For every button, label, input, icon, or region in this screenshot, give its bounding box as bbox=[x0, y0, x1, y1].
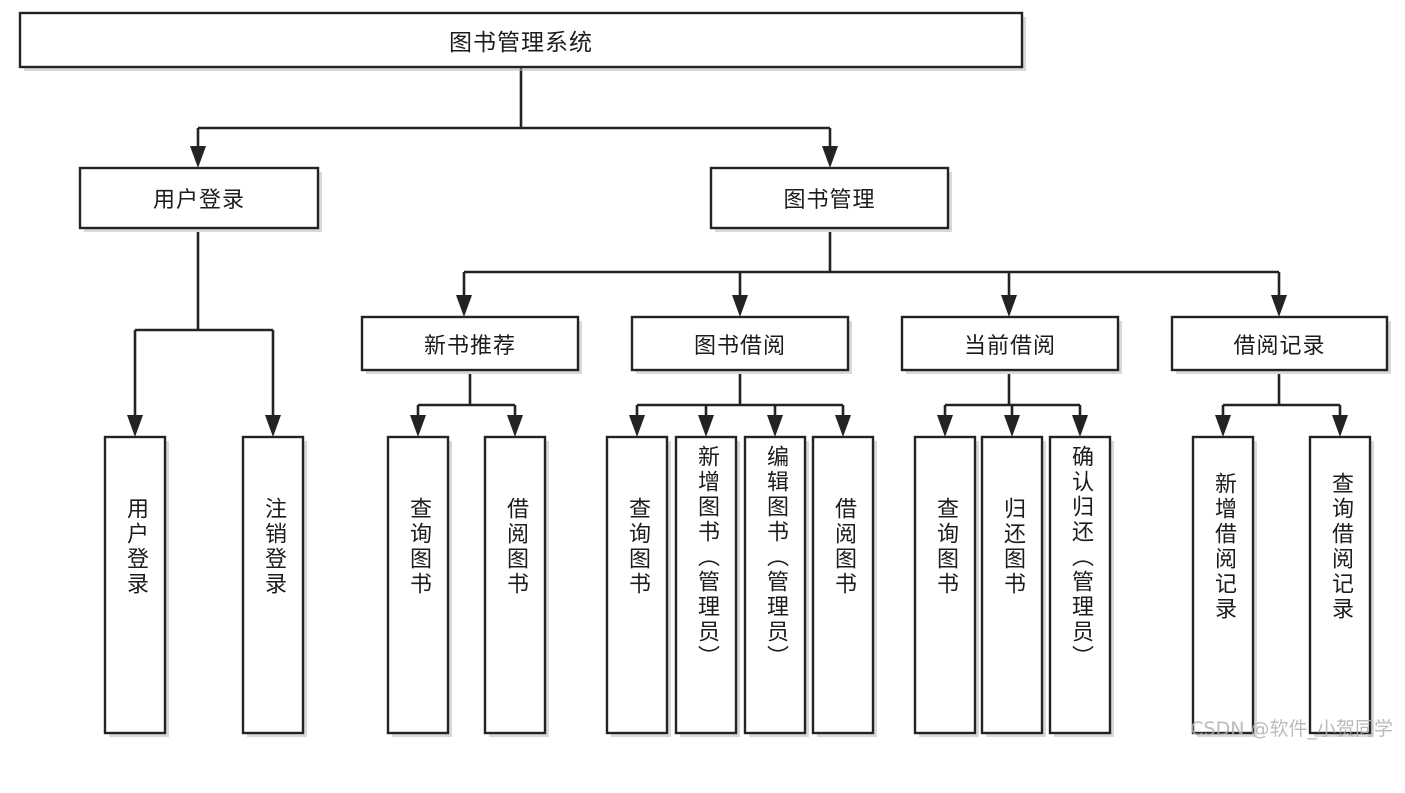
connectors-bookborrow bbox=[629, 374, 851, 437]
arrowhead-bookmgmt bbox=[822, 146, 838, 168]
arrowhead-borrowrecord-l2 bbox=[1332, 415, 1348, 437]
connectors-newbook bbox=[410, 374, 523, 437]
arrowhead-currentborrow-l2 bbox=[1004, 415, 1020, 437]
node-new-book-recommend[interactable] bbox=[360, 315, 582, 374]
arrowhead-bookborrow-l3 bbox=[767, 415, 783, 437]
node-root[interactable] bbox=[18, 11, 1026, 71]
node-leaf-borrowrecord-2[interactable] bbox=[1308, 435, 1374, 737]
node-user-login[interactable] bbox=[78, 166, 322, 232]
node-leaf-bookborrow-1[interactable] bbox=[605, 435, 671, 737]
node-leaf-currentborrow-2-box[interactable] bbox=[980, 435, 1044, 735]
node-leaf-bookborrow-4[interactable] bbox=[811, 435, 877, 737]
connectors-currentborrow bbox=[937, 374, 1088, 437]
node-new-book-recommend-box[interactable] bbox=[360, 315, 580, 372]
node-leaf-user-login-2-box[interactable] bbox=[241, 435, 305, 735]
node-leaf-newbook-2-box[interactable] bbox=[483, 435, 547, 735]
connectors-userlogin bbox=[127, 232, 281, 437]
connectors-root bbox=[190, 67, 838, 168]
arrowhead-newbook-l2 bbox=[507, 415, 523, 437]
arrowhead-userlogin-c2 bbox=[265, 415, 281, 437]
node-leaf-newbook-1-box[interactable] bbox=[386, 435, 450, 735]
node-current-borrow[interactable] bbox=[900, 315, 1122, 374]
connectors-borrowrecord bbox=[1215, 374, 1348, 437]
node-book-management[interactable] bbox=[709, 166, 952, 232]
node-book-borrow-box[interactable] bbox=[630, 315, 850, 372]
arrowhead-borrowrecord-l1 bbox=[1215, 415, 1231, 437]
node-leaf-bookborrow-2-box[interactable] bbox=[674, 435, 738, 735]
node-root-box[interactable] bbox=[18, 11, 1024, 69]
node-leaf-currentborrow-1[interactable] bbox=[913, 435, 979, 737]
node-leaf-newbook-1[interactable] bbox=[386, 435, 452, 737]
node-leaf-bookborrow-2[interactable] bbox=[674, 435, 740, 737]
node-leaf-user-login-1-box[interactable] bbox=[103, 435, 167, 735]
flowchart-canvas: 图书管理系统 用户登录 图书管理 新书推荐 图书借阅 当前借阅 借阅记录 用户登… bbox=[18, 11, 1393, 740]
arrowhead-bookmgmt-c4 bbox=[1271, 295, 1287, 317]
node-leaf-borrowrecord-1[interactable] bbox=[1191, 435, 1257, 737]
arrowhead-currentborrow-l1 bbox=[937, 415, 953, 437]
node-book-borrow[interactable] bbox=[630, 315, 852, 374]
flowchart-svg bbox=[18, 11, 1391, 737]
node-leaf-bookborrow-3-box[interactable] bbox=[743, 435, 807, 735]
arrowhead-newbook-l1 bbox=[410, 415, 426, 437]
node-leaf-bookborrow-1-box[interactable] bbox=[605, 435, 669, 735]
arrowhead-bookborrow-l4 bbox=[835, 415, 851, 437]
node-leaf-borrowrecord-1-box[interactable] bbox=[1191, 435, 1255, 735]
node-leaf-currentborrow-1-box[interactable] bbox=[913, 435, 977, 735]
node-leaf-currentborrow-3[interactable] bbox=[1048, 435, 1114, 737]
node-leaf-bookborrow-3[interactable] bbox=[743, 435, 809, 737]
arrowhead-userlogin bbox=[190, 146, 206, 168]
arrowhead-bookmgmt-c2 bbox=[732, 295, 748, 317]
node-borrow-record-box[interactable] bbox=[1170, 315, 1389, 372]
node-leaf-currentborrow-2[interactable] bbox=[980, 435, 1046, 737]
arrowhead-bookmgmt-c1 bbox=[456, 295, 472, 317]
node-current-borrow-box[interactable] bbox=[900, 315, 1120, 372]
node-leaf-user-login-1[interactable] bbox=[103, 435, 169, 737]
arrowhead-bookmgmt-c3 bbox=[1001, 295, 1017, 317]
node-leaf-borrowrecord-2-box[interactable] bbox=[1308, 435, 1372, 735]
node-leaf-newbook-2[interactable] bbox=[483, 435, 549, 737]
node-leaf-bookborrow-4-box[interactable] bbox=[811, 435, 875, 735]
arrowhead-userlogin-c1 bbox=[127, 415, 143, 437]
connectors-bookmgmt bbox=[456, 232, 1287, 317]
node-leaf-user-login-2[interactable] bbox=[241, 435, 307, 737]
arrowhead-bookborrow-l1 bbox=[629, 415, 645, 437]
node-user-login-box[interactable] bbox=[78, 166, 320, 230]
arrowhead-bookborrow-l2 bbox=[698, 415, 714, 437]
node-borrow-record[interactable] bbox=[1170, 315, 1391, 374]
arrowhead-currentborrow-l3 bbox=[1072, 415, 1088, 437]
node-book-management-box[interactable] bbox=[709, 166, 950, 230]
node-leaf-currentborrow-3-box[interactable] bbox=[1048, 435, 1112, 735]
